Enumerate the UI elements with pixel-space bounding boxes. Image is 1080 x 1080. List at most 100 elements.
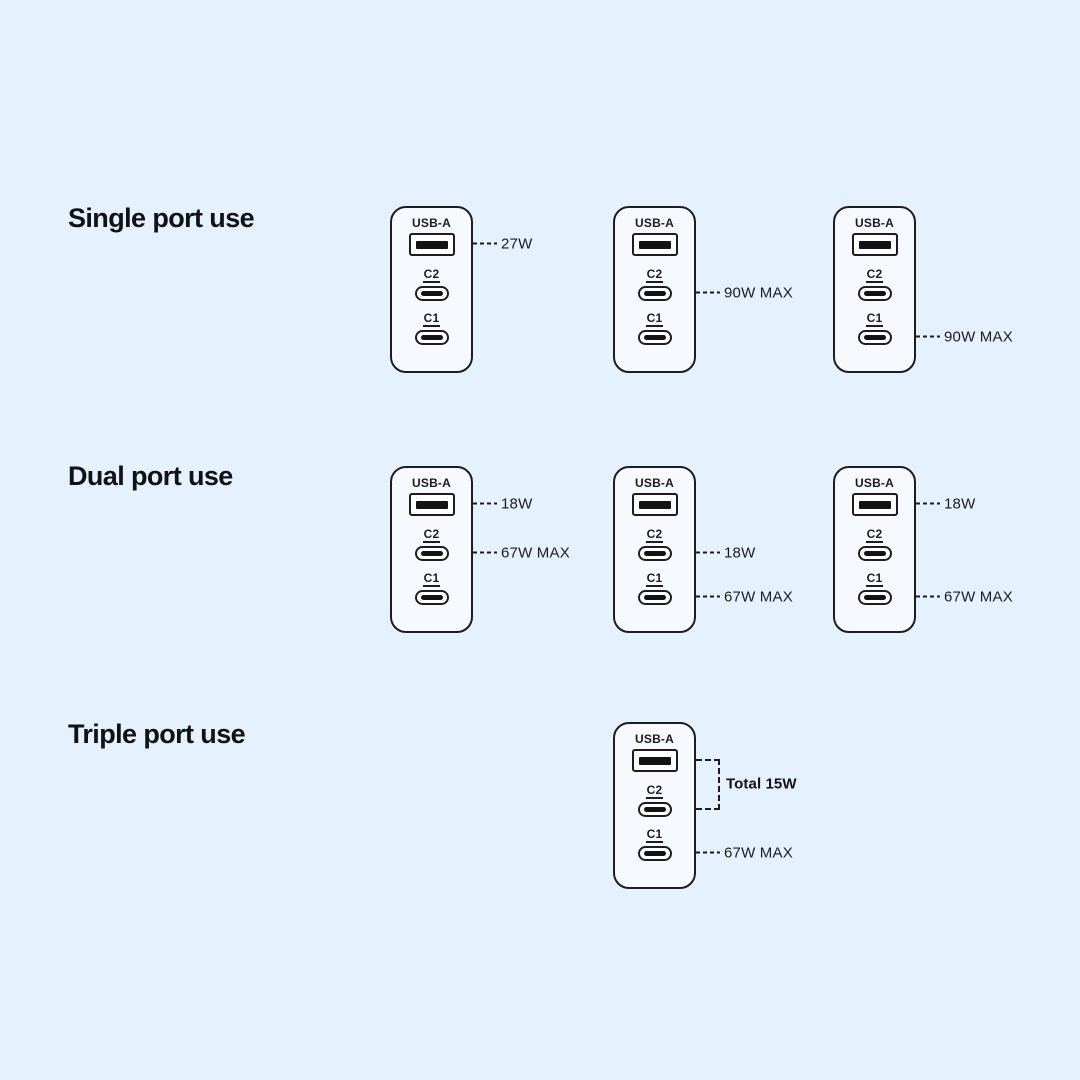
usb-c1-slot: [643, 595, 666, 600]
usb-a-port-label: USB-A: [855, 476, 894, 490]
usb-c2-port: [637, 802, 672, 817]
usb-c1-port-label: C1: [422, 571, 441, 587]
callout-dash-line: [473, 502, 497, 505]
usb-a-port: [631, 233, 678, 256]
usb-a-slot: [415, 240, 448, 249]
power-callout-c1: 67W MAX: [916, 589, 1013, 604]
usb-c1-port-label: C1: [865, 311, 884, 327]
callout-dash-line: [696, 595, 720, 598]
usb-c2-port-label: C2: [422, 267, 441, 283]
power-callout-c2: 67W MAX: [473, 545, 570, 560]
usb-a-port-label: USB-A: [635, 476, 674, 490]
usb-c2-port: [414, 546, 449, 561]
usb-c2-slot: [643, 551, 666, 556]
usb-c1-port: [414, 330, 449, 345]
usb-c1-slot: [863, 595, 886, 600]
usb-c2-port: [857, 546, 892, 561]
section-heading-dual-port: Dual port use: [68, 461, 233, 491]
usb-c2-slot: [420, 551, 443, 556]
usb-c2-port: [414, 286, 449, 301]
callout-text: 67W MAX: [724, 844, 793, 861]
usb-c2-slot: [863, 291, 886, 296]
usb-c1-port-label: C1: [422, 311, 441, 327]
usb-a-port: [851, 233, 898, 256]
power-callout-usb-a: 18W: [473, 496, 532, 511]
usb-c2-port: [637, 286, 672, 301]
charger-dual-1: USB-A C2 C1: [390, 466, 473, 633]
power-callout-c1: 90W MAX: [916, 329, 1013, 344]
usb-c1-port-label: C1: [645, 311, 664, 327]
charger-triple-1: USB-A C2 C1: [613, 722, 696, 889]
power-callout-c1: 67W MAX: [696, 589, 793, 604]
usb-c1-port-label: C1: [645, 827, 664, 843]
usb-c1-slot: [863, 335, 886, 340]
usb-a-port: [408, 233, 455, 256]
charger-dual-2: USB-A C2 C1: [613, 466, 696, 633]
usb-c2-port-label: C2: [422, 527, 441, 543]
usb-c2-slot: [420, 291, 443, 296]
charger-single-1: USB-A C2 C1: [390, 206, 473, 373]
usb-c1-slot: [420, 595, 443, 600]
usb-c1-slot: [643, 335, 666, 340]
callout-dash-line: [696, 851, 720, 854]
usb-c2-port-label: C2: [645, 527, 664, 543]
callout-dash-line: [473, 551, 497, 554]
callout-text: 27W: [501, 235, 533, 252]
total-power-label: Total 15W: [726, 775, 797, 793]
charger-single-3: USB-A C2 C1: [833, 206, 916, 373]
usb-c1-port: [637, 846, 672, 861]
callout-text: 18W: [501, 495, 533, 512]
usb-c1-port-label: C1: [645, 571, 664, 587]
charger-single-2: USB-A C2 C1: [613, 206, 696, 373]
usb-c2-slot: [643, 807, 666, 812]
usb-a-port-label: USB-A: [412, 216, 451, 230]
usb-c2-port-label: C2: [645, 267, 664, 283]
section-heading-single-port: Single port use: [68, 203, 255, 233]
callout-text: 90W MAX: [944, 328, 1013, 345]
usb-c1-port: [637, 330, 672, 345]
charger-dual-3: USB-A C2 C1: [833, 466, 916, 633]
usb-a-slot: [638, 500, 671, 509]
callout-text: 67W MAX: [944, 588, 1013, 605]
usb-c1-port: [637, 590, 672, 605]
usb-c1-port: [857, 590, 892, 605]
callout-dash-line: [696, 551, 720, 554]
usb-c1-port: [414, 590, 449, 605]
usb-c1-slot: [643, 851, 666, 856]
usb-a-slot: [638, 240, 671, 249]
usb-a-slot: [638, 756, 671, 765]
power-callout-c1: 67W MAX: [696, 845, 793, 860]
usb-a-port: [631, 493, 678, 516]
usb-a-slot: [858, 240, 891, 249]
callout-dash-line: [473, 242, 497, 245]
usb-c2-port-label: C2: [645, 783, 664, 799]
callout-dash-line: [916, 502, 940, 505]
usb-c1-slot: [420, 335, 443, 340]
power-callout-c2: 18W: [696, 545, 755, 560]
power-callout-usb-a: 18W: [916, 496, 975, 511]
total-power-bracket: [696, 758, 720, 810]
usb-c2-slot: [863, 551, 886, 556]
usb-a-slot: [415, 500, 448, 509]
callout-text: 90W MAX: [724, 284, 793, 301]
usb-c2-port: [857, 286, 892, 301]
callout-text: 18W: [724, 544, 756, 561]
usb-c2-port-label: C2: [865, 267, 884, 283]
usb-a-port-label: USB-A: [635, 732, 674, 746]
power-callout-usb-a: 27W: [473, 236, 532, 251]
usb-c2-port: [637, 546, 672, 561]
callout-dash-line: [916, 335, 940, 338]
usb-a-port: [851, 493, 898, 516]
callout-text: 18W: [944, 495, 976, 512]
usb-a-port-label: USB-A: [412, 476, 451, 490]
power-callout-c2: 90W MAX: [696, 285, 793, 300]
usb-c2-port-label: C2: [865, 527, 884, 543]
callout-dash-line: [916, 595, 940, 598]
usb-a-port-label: USB-A: [855, 216, 894, 230]
usb-c1-port: [857, 330, 892, 345]
usb-c2-slot: [643, 291, 666, 296]
usb-a-port: [408, 493, 455, 516]
callout-text: 67W MAX: [501, 544, 570, 561]
usb-a-port: [631, 749, 678, 772]
